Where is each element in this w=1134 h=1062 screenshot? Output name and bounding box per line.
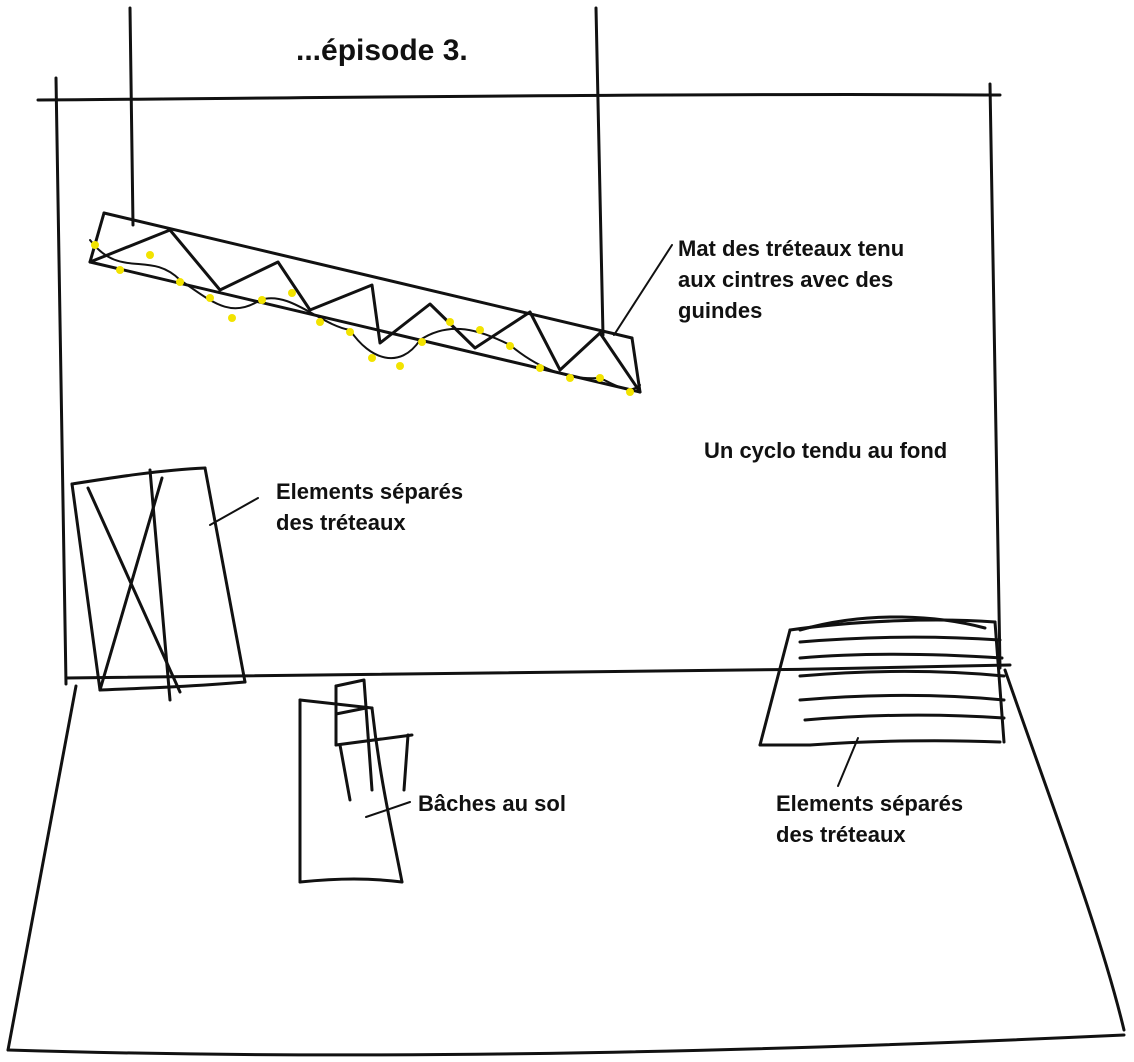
floor-right-edge [1005, 670, 1124, 1030]
left-elements-leader [210, 498, 258, 525]
page-title: ...épisode 3. [296, 34, 468, 68]
truss-label-line: aux cintres avec des [678, 264, 904, 295]
right-rope [596, 8, 603, 335]
right-elements-label: Elements séparés des tréteaux [776, 788, 963, 850]
truss-label-line: guindes [678, 295, 904, 326]
left-elements-label: Elements séparés des tréteaux [276, 476, 463, 538]
right-elements-label-line: des tréteaux [776, 819, 963, 850]
truss-label-line: Mat des tréteaux tenu [678, 233, 904, 264]
right-elements-leader [838, 738, 858, 786]
top-batten-line [38, 95, 1000, 100]
left-elements [72, 468, 245, 700]
tarps [300, 700, 402, 882]
cyclo-left-edge [56, 78, 66, 684]
floor-left-edge [8, 686, 76, 1050]
left-elements-label-line: Elements séparés [276, 476, 463, 507]
left-elements-label-line: des tréteaux [276, 507, 463, 538]
left-rope [130, 8, 133, 225]
truss-label: Mat des tréteaux tenu aux cintres avec d… [678, 233, 904, 326]
chair [336, 680, 412, 800]
right-elements-label-line: Elements séparés [776, 788, 963, 819]
truss [90, 213, 640, 392]
truss-label-leader [614, 245, 672, 335]
cyclo-right-edge [990, 84, 1000, 668]
tarps-label: Bâches au sol [418, 788, 566, 819]
floor-front-edge [8, 1035, 1124, 1055]
right-elements [760, 617, 1004, 745]
cyclo-label: Un cyclo tendu au fond [704, 435, 947, 466]
